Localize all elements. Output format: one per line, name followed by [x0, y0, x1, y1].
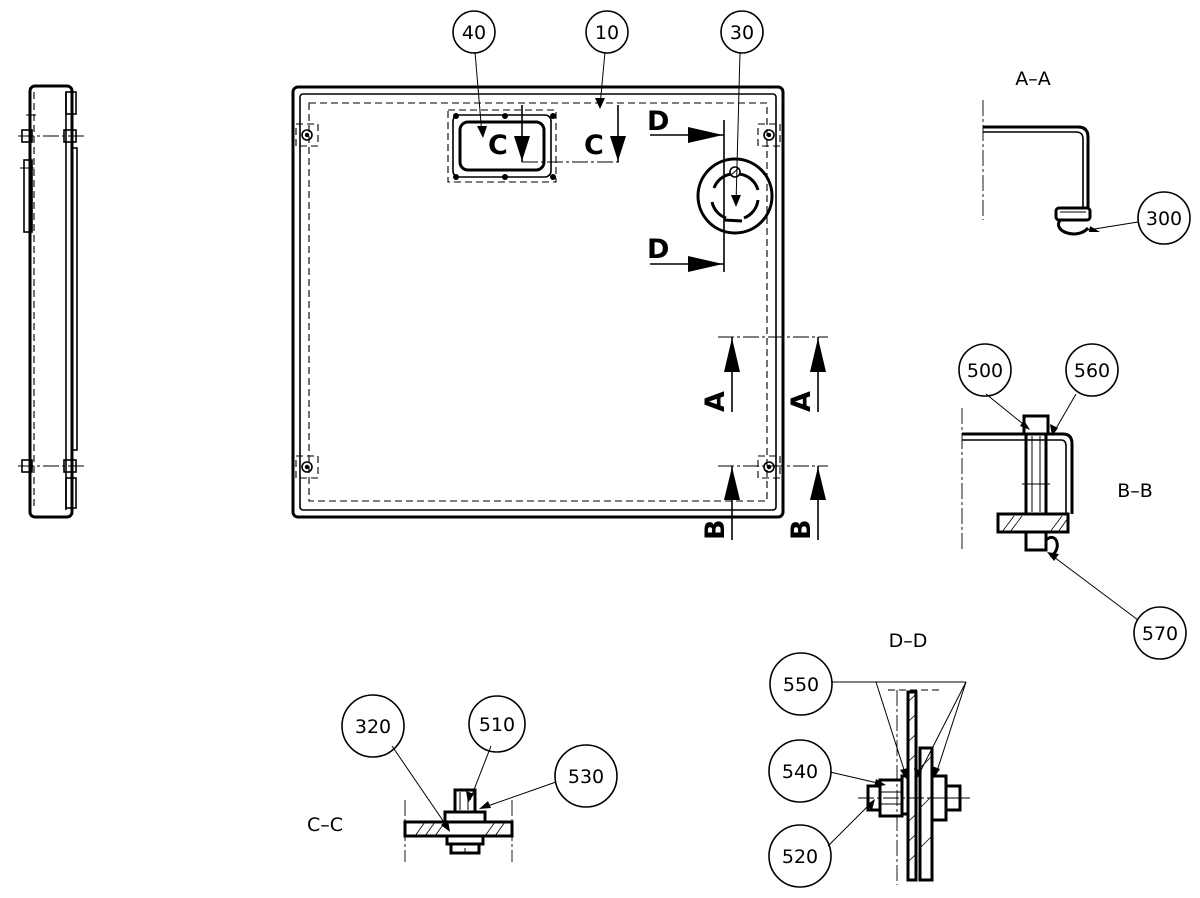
svg-text:500: 500 — [967, 360, 1003, 382]
callout-540: 540 — [768, 739, 832, 803]
svg-text:320: 320 — [355, 716, 391, 738]
svg-text:10: 10 — [595, 22, 619, 44]
section-a-a: A–A — [982, 68, 1139, 236]
callout-40: 40 — [452, 10, 496, 54]
section-c-c: C–C — [307, 745, 557, 862]
svg-text:40: 40 — [462, 22, 486, 44]
svg-text:510: 510 — [479, 714, 515, 736]
svg-text:30: 30 — [730, 22, 754, 44]
callout-320: 320 — [341, 694, 405, 758]
corner-fixing-top-left — [295, 123, 319, 147]
svg-text:300: 300 — [1146, 208, 1182, 230]
callout-530: 530 — [554, 744, 618, 808]
section-a-a-title: A–A — [1015, 68, 1051, 90]
section-d-d: D–D — [827, 630, 970, 885]
section-d-d-title: D–D — [889, 630, 928, 652]
cutting-label-d-top: D — [647, 106, 669, 137]
svg-text:540: 540 — [782, 761, 818, 783]
section-b-b: B–B — [961, 393, 1153, 621]
front-view: C C D D — [291, 51, 828, 540]
callout-500: 500 — [958, 343, 1012, 397]
callout-30: 30 — [720, 10, 764, 54]
corner-fixing-bottom-left — [295, 455, 319, 479]
section-c-c-title: C–C — [307, 814, 343, 836]
cutting-label-c-right: C — [584, 130, 604, 161]
callout-550: 550 — [769, 652, 833, 716]
svg-text:550: 550 — [783, 674, 819, 696]
cutting-plane-d: D D — [647, 106, 725, 272]
lock-cylinder — [696, 157, 774, 235]
cutting-label-b-right: B — [786, 519, 817, 540]
corner-fixing-top-right — [757, 123, 781, 147]
svg-text:530: 530 — [568, 766, 604, 788]
svg-text:570: 570 — [1142, 623, 1178, 645]
cutting-plane-a: A A — [700, 336, 828, 412]
cutting-plane-c: C C — [488, 105, 626, 163]
cutting-plane-b: B B — [700, 465, 828, 540]
svg-text:560: 560 — [1074, 360, 1110, 382]
cutting-label-a-right: A — [786, 391, 817, 412]
callout-510: 510 — [468, 695, 526, 753]
callout-560: 560 — [1065, 343, 1119, 397]
callout-10: 10 — [585, 10, 629, 54]
section-b-b-title: B–B — [1117, 480, 1153, 502]
callout-520: 520 — [768, 824, 832, 888]
cutting-label-c-left: C — [488, 130, 508, 161]
cutting-label-d-bottom: D — [647, 234, 669, 265]
window-frame — [447, 109, 557, 183]
callout-570: 570 — [1133, 606, 1187, 660]
callout-300: 300 — [1137, 191, 1191, 245]
svg-text:520: 520 — [782, 846, 818, 868]
side-view — [18, 84, 84, 519]
corner-fixing-bottom-right — [757, 455, 781, 479]
cutting-label-b-left: B — [700, 519, 731, 540]
cutting-label-a-left: A — [700, 391, 731, 412]
